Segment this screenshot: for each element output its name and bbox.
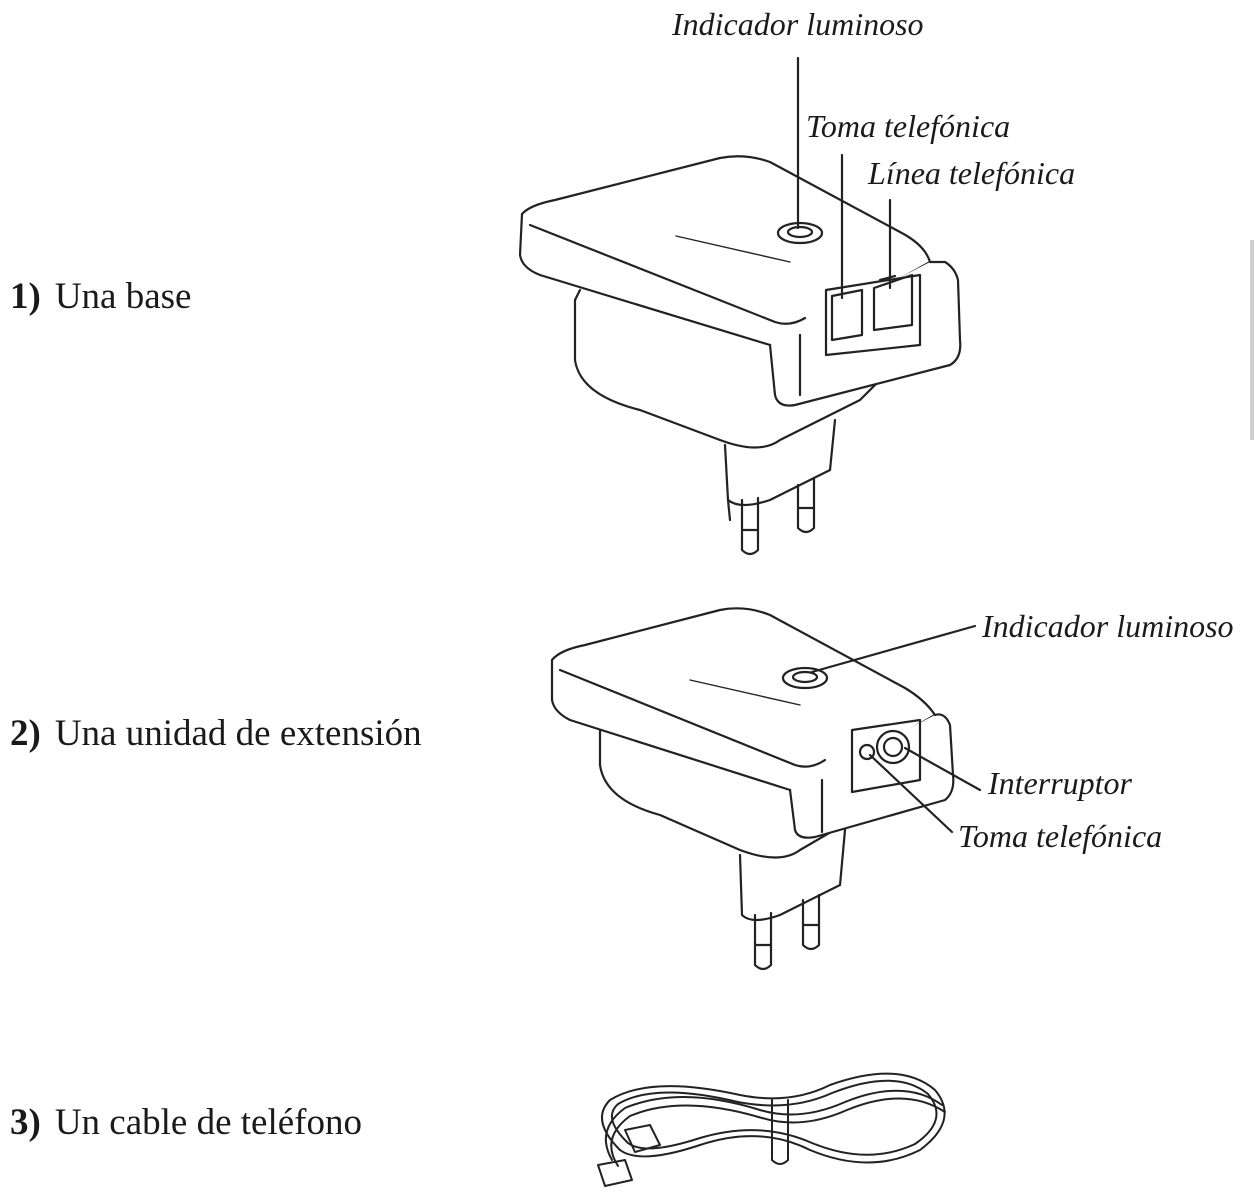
page-edge-mark bbox=[1250, 240, 1254, 440]
item-phone-cable: 3) Un cable de teléfono bbox=[10, 1101, 362, 1144]
item-label: Una base bbox=[54, 276, 192, 317]
base-phone-line-label: Línea telefónica bbox=[868, 155, 1076, 191]
item-number: 2) bbox=[10, 713, 41, 754]
base-indicator-label: Indicador luminoso bbox=[672, 6, 924, 42]
extension-unit-illustration bbox=[550, 607, 982, 971]
phone-cable-illustration bbox=[597, 1072, 946, 1187]
extension-switch-label: Interruptor bbox=[988, 765, 1132, 801]
item-number: 1) bbox=[10, 276, 41, 317]
extension-indicator-label: Indicador luminoso bbox=[982, 608, 1234, 644]
item-label: Una unidad de extensión bbox=[54, 713, 422, 754]
extension-phone-socket-label: Toma telefónica bbox=[958, 818, 1163, 854]
base-phone-socket-label: Toma telefónica bbox=[806, 108, 1011, 144]
item-number: 3) bbox=[10, 1102, 41, 1143]
item-extension-unit: 2) Una unidad de extensión bbox=[10, 712, 422, 755]
item-base: 1) Una base bbox=[10, 275, 191, 318]
item-label: Un cable de teléfono bbox=[54, 1102, 362, 1143]
base-unit-illustration bbox=[518, 56, 962, 556]
